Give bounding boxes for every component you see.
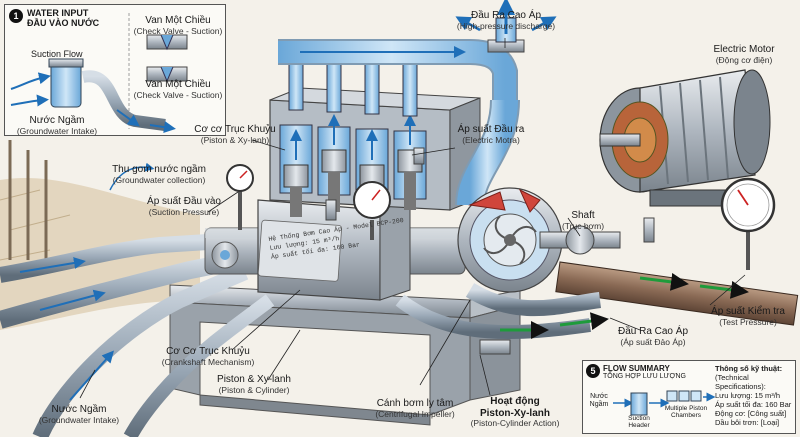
soil-hatching xyxy=(0,189,71,261)
suction-hoses xyxy=(0,232,275,437)
impeller xyxy=(483,213,537,267)
crankshaft-cylinder-label: Cơ cơ Trục Khuỷu (Piston & Xy-lanh) xyxy=(194,124,276,145)
test-discharge-pipe xyxy=(395,261,799,355)
electric-motor-label: Electric Motor (Động cơ điện) xyxy=(713,44,775,65)
outlet-pressure-gauge xyxy=(353,181,391,240)
check-valve-bottom-label: Van Một Chiều (Check Valve - Suction) xyxy=(133,79,223,100)
base-skid-frame xyxy=(169,284,521,426)
discharge-manifold xyxy=(278,0,557,117)
spec-title-en: (Technical Specifications): xyxy=(715,373,766,391)
suction-flow-label: Suction Flow xyxy=(31,49,83,59)
discharge-label: Đầu Ra Cao Áp (High-pressure discharge) xyxy=(456,10,556,31)
test-pressure-label: Áp suất Kiểm tra (Test Pressure) xyxy=(711,306,785,327)
shaft-label: Shaft (Trục bơm) xyxy=(561,210,605,231)
groundwater-intake-main-label: Nước Ngầm (Groundwater Intake) xyxy=(38,404,120,425)
summary-title-vi: TỔNG HỢP LƯU LƯỢNG xyxy=(603,373,686,380)
spec-flow: Lưu lượng: 15 m³/h xyxy=(715,391,780,400)
check-valve-top-label: Van Một Chiều (Check Valve - Suction) xyxy=(133,15,223,36)
inset-badge: 1 xyxy=(9,9,23,23)
spec-motor: Động cơ: [Công suất] xyxy=(715,409,787,418)
piston-action-label: Hoạt động Piston-Xy-lanh (Piston-Cylinde… xyxy=(470,396,560,428)
centrifugal-impeller-label: Cánh bơm ly tâm (Centrifugal Impeller) xyxy=(375,398,455,419)
summary-title-en: FLOW SUMMARY xyxy=(603,364,670,373)
crankshaft-mechanism-label: Cơ Cơ Trục Khuỷu (Crankshaft Mechanism) xyxy=(161,346,255,367)
groundwater-intake-label: Nước Ngầm (Groundwater Intake) xyxy=(16,115,98,136)
outlet-pressure-label: Áp suất Đầu ra (Electric Motra) xyxy=(457,124,525,145)
summary-flow-diagram xyxy=(613,390,716,416)
summary-badge: 5 xyxy=(586,364,600,378)
electric-motor xyxy=(599,69,771,207)
inset-title-en: WATER INPUT xyxy=(27,8,89,18)
suction-pressure-label: Áp suất Đầu vào (Suction Pressure) xyxy=(147,196,221,217)
spec-pressure: Áp suất tối đa: 160 Bar xyxy=(715,400,792,409)
piston-cylinder-label: Piston & Xy-lanh (Piston & Cylinder) xyxy=(217,374,291,395)
well-casing xyxy=(8,140,48,262)
suction-pressure-gauge xyxy=(226,164,254,230)
spec-oil: Dầu bôi trơn: [Loại] xyxy=(715,418,780,427)
needle-valves xyxy=(325,147,655,243)
inset-illustration xyxy=(10,13,188,134)
crankcase-body xyxy=(257,199,411,301)
groundwater-collection-label: Thu gom nước ngầm (Groundwater collectio… xyxy=(112,164,206,185)
drive-shaft xyxy=(539,225,621,255)
water-input-inset: 1 WATER INPUT ĐẦU VÀO NƯỚC Suction Flow … xyxy=(4,4,226,136)
technical-specifications: Thông số kỹ thuật: (Technical Specificat… xyxy=(715,364,795,427)
spec-title-vi: Thông số kỹ thuật: xyxy=(715,364,783,373)
inset-title-vi: ĐẦU VÀO NƯỚC xyxy=(27,18,100,28)
discharge-outlet-label: Đầu Ra Cao Áp (Áp suất Đảo Áp) xyxy=(617,326,689,347)
leader-lines xyxy=(79,38,746,399)
test-pressure-gauge xyxy=(720,177,776,270)
